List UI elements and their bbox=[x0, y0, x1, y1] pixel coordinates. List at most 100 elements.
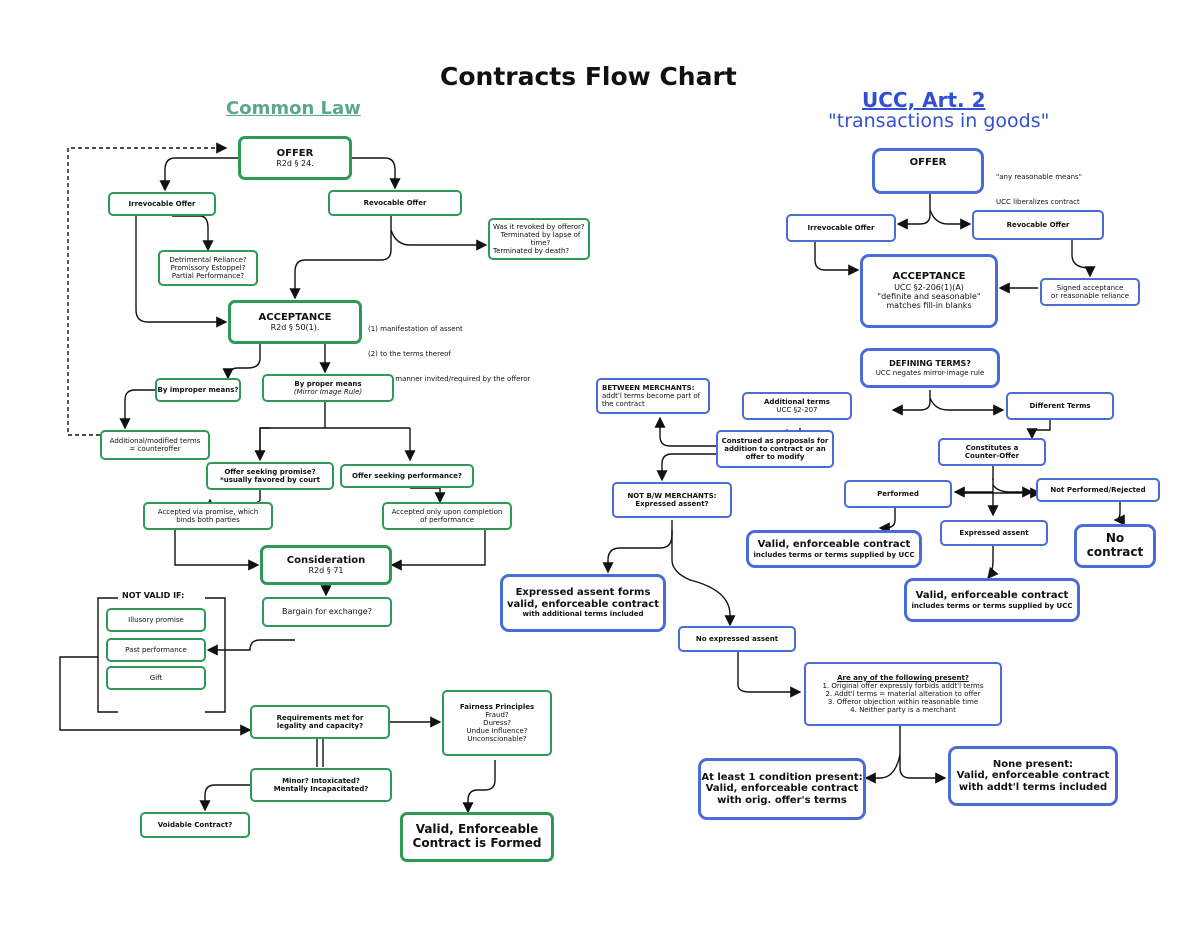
page-title: Contracts Flow Chart bbox=[440, 62, 737, 91]
cl-accepted-promise-box: Accepted via promise, which binds both p… bbox=[143, 502, 273, 530]
ucc-no-contract-box: No contract bbox=[1074, 524, 1156, 568]
cl-requirements-line: legality and capacity? bbox=[276, 722, 364, 730]
cl-requirements-box: Requirements met for legality and capaci… bbox=[250, 705, 390, 739]
cl-revoked-line: Terminated by lapse of time? bbox=[500, 230, 581, 247]
cl-revoked-line: Terminated by death? bbox=[493, 247, 570, 256]
ucc-acceptance-box: ACCEPTANCE UCC §2-206(1)(A) "definite an… bbox=[860, 254, 998, 328]
ucc-counter-offer-line: Counter-Offer bbox=[964, 452, 1020, 460]
ucc-additional-terms-title: Additional terms bbox=[764, 397, 830, 406]
cl-fairness-line: Fairness Principles bbox=[459, 702, 535, 711]
ucc-conditions-item: 2. Addt'l terms = material alteration to… bbox=[825, 689, 981, 698]
ucc-additional-terms-box: Additional terms UCC §2-207 bbox=[742, 392, 852, 420]
cl-counteroffer-line: Additional/modified terms bbox=[109, 436, 201, 445]
ucc-valid-right-box: Valid, enforceable contract includes ter… bbox=[904, 578, 1080, 622]
cl-accepted-performance-line: of performance bbox=[420, 516, 474, 524]
ucc-conditions-box: Are any of the following present? 1. Ori… bbox=[804, 662, 1002, 726]
cl-acceptance-cite: R2d § 50(1). bbox=[270, 323, 320, 333]
ucc-between-merchants-line: the contract bbox=[602, 400, 645, 409]
ucc-none-present-line: Valid, enforceable contract bbox=[956, 770, 1110, 782]
ucc-valid-left-box: Valid, enforceable contract includes ter… bbox=[746, 530, 922, 568]
common-law-heading: Common Law bbox=[226, 98, 361, 119]
cl-offer-promise-line: Offer seeking promise? bbox=[224, 467, 316, 476]
ucc-one-condition-line: with orig. offer's terms bbox=[717, 794, 847, 806]
cl-not-valid-item: Illusory promise bbox=[106, 608, 206, 632]
ucc-counter-offer-line: Constitutes a bbox=[965, 443, 1019, 452]
cl-reliance-line: Partial Performance? bbox=[171, 272, 245, 281]
ucc-subheading: "transactions in goods" bbox=[828, 110, 1050, 132]
ucc-acceptance-line3: "definite and seasonable" bbox=[877, 292, 981, 302]
ucc-expressed-assent-box: Expressed assent bbox=[940, 520, 1048, 546]
cl-valid-formed-line: Contract is Formed bbox=[412, 836, 542, 850]
ucc-between-merchants-line: addt'l terms become part of bbox=[602, 391, 701, 400]
ucc-defining-terms-title: DEFINING TERMS? bbox=[889, 359, 971, 369]
ucc-defining-terms-box: DEFINING TERMS? UCC negates mirror-image… bbox=[860, 348, 1000, 388]
cl-minor-line: Minor? Intoxicated? bbox=[282, 776, 360, 785]
ucc-valid-left-sub: includes terms or terms supplied by UCC bbox=[753, 550, 915, 559]
ucc-expressed-forms-box: Expressed assent forms valid, enforceabl… bbox=[500, 574, 666, 632]
cl-revoked-line: Was it revoked by offeror? bbox=[493, 222, 585, 231]
cl-reliance-line: Promissory Estoppel? bbox=[170, 263, 246, 272]
ucc-valid-right-sub: includes terms or terms supplied by UCC bbox=[911, 601, 1073, 610]
ucc-one-condition-box: At least 1 condition present: Valid, enf… bbox=[698, 758, 866, 820]
ucc-none-present-line: None present: bbox=[992, 758, 1074, 770]
ucc-additional-terms-cite: UCC §2-207 bbox=[776, 406, 818, 414]
ucc-expressed-forms-line: Expressed assent forms bbox=[515, 587, 651, 599]
ucc-different-terms-box: Different Terms bbox=[1006, 392, 1114, 420]
cl-acceptance-title: ACCEPTANCE bbox=[258, 311, 332, 323]
cl-accepted-performance-line: Accepted only upon completion bbox=[391, 507, 503, 516]
ucc-none-present-box: None present: Valid, enforceable contrac… bbox=[948, 746, 1118, 806]
ucc-one-condition-line: At least 1 condition present: bbox=[701, 771, 863, 783]
cl-offer-cite: R2d § 24. bbox=[276, 159, 314, 169]
cl-reliance-line: Detrimental Reliance? bbox=[169, 255, 247, 264]
cl-voidable-box: Voidable Contract? bbox=[140, 812, 250, 838]
cl-offer-promise-line: *usually favored by court bbox=[220, 476, 320, 484]
ucc-expressed-forms-line: valid, enforceable contract bbox=[506, 598, 659, 610]
cl-valid-formed-line: Valid, Enforceable bbox=[415, 822, 539, 837]
cl-revocable-offer-box: Revocable Offer bbox=[328, 190, 462, 216]
cl-acceptance-note: (2) to the terms thereof bbox=[368, 349, 451, 358]
cl-counteroffer-line: = counteroffer bbox=[129, 445, 181, 453]
ucc-counter-offer-box: Constitutes a Counter-Offer bbox=[938, 438, 1046, 466]
ucc-valid-left-title: Valid, enforceable contract bbox=[757, 539, 911, 551]
ucc-signed-line: Signed acceptance bbox=[1056, 283, 1124, 292]
ucc-no-expressed-box: No expressed assent bbox=[678, 626, 796, 652]
ucc-not-bw-line: Expressed assent? bbox=[635, 500, 709, 508]
ucc-conditions-item: 4. Neither party is a merchant bbox=[850, 706, 956, 715]
cl-counteroffer-box: Additional/modified terms = counteroffer bbox=[100, 430, 210, 460]
cl-bargain-box: Bargain for exchange? bbox=[262, 597, 392, 627]
ucc-construed-box: Construed as proposals for addition to c… bbox=[716, 430, 834, 468]
cl-accepted-promise-line: binds both parties bbox=[176, 516, 240, 524]
cl-minor-line: Mentally Incapacitated? bbox=[273, 785, 369, 793]
ucc-offer-box: OFFER bbox=[872, 148, 984, 194]
cl-improper-means-box: By improper means? bbox=[155, 378, 241, 402]
cl-offer-promise-box: Offer seeking promise? *usually favored … bbox=[206, 462, 334, 490]
cl-not-valid-item: Past performance bbox=[106, 638, 206, 662]
ucc-defining-terms-sub: UCC negates mirror-image rule bbox=[875, 368, 985, 377]
cl-proper-means-box: By proper means (Mirror Image Rule) bbox=[262, 374, 394, 402]
ucc-offer-note-line: "any reasonable means" bbox=[996, 172, 1082, 181]
cl-requirements-line: Requirements met for bbox=[276, 713, 364, 722]
cl-accepted-promise-line: Accepted via promise, which bbox=[157, 507, 259, 516]
cl-proper-means-line2: (Mirror Image Rule) bbox=[293, 388, 363, 396]
ucc-between-merchants-title: BETWEEN MERCHANTS: bbox=[602, 383, 695, 392]
cl-acceptance-box: ACCEPTANCE R2d § 50(1). bbox=[228, 300, 362, 344]
ucc-acceptance-cite: UCC §2-206(1)(A) bbox=[894, 282, 964, 292]
ucc-signed-acceptance-box: Signed acceptance or reasonable reliance bbox=[1040, 278, 1140, 306]
ucc-irrevocable-offer-box: Irrevocable Offer bbox=[786, 214, 896, 242]
cl-offer-title: OFFER bbox=[276, 147, 314, 159]
ucc-conditions-item: 3. Offeror objection within reasonable t… bbox=[827, 698, 979, 707]
cl-fairness-line: Duress? bbox=[483, 718, 511, 727]
ucc-signed-line: or reasonable reliance bbox=[1050, 292, 1130, 300]
ucc-heading: UCC, Art. 2 bbox=[862, 88, 986, 112]
ucc-conditions-title: Are any of the following present? bbox=[837, 673, 969, 682]
cl-offer-performance-box: Offer seeking performance? bbox=[340, 464, 474, 488]
cl-not-valid-item: Gift bbox=[106, 666, 206, 690]
cl-consideration-box: Consideration R2d § 71 bbox=[260, 545, 392, 585]
cl-revoked-box: Was it revoked by offeror? Terminated by… bbox=[488, 218, 590, 260]
cl-not-valid-heading: NOT VALID IF: bbox=[122, 591, 185, 600]
cl-fairness-line: Unconscionable? bbox=[467, 735, 527, 744]
cl-minor-box: Minor? Intoxicated? Mentally Incapacitat… bbox=[250, 768, 392, 802]
ucc-revocable-offer-box: Revocable Offer bbox=[972, 210, 1104, 240]
ucc-between-merchants-box: BETWEEN MERCHANTS: addt'l terms become p… bbox=[596, 378, 710, 414]
